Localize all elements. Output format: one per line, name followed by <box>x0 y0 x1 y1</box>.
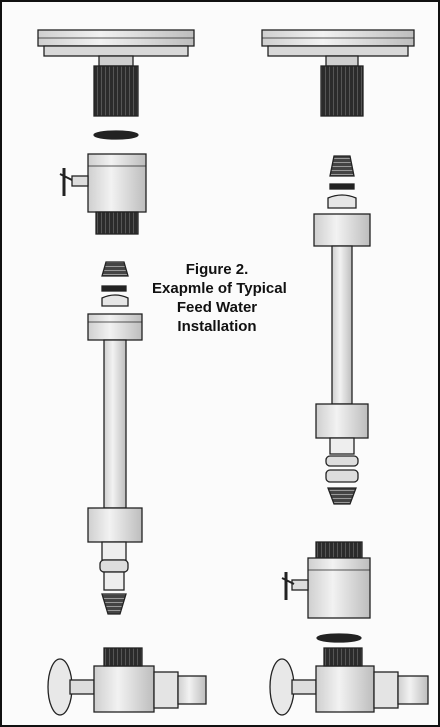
left-gasket-ring <box>93 130 139 140</box>
installation-diagram <box>37 29 429 716</box>
right-assembly <box>261 29 429 716</box>
right-compression-sleeve <box>327 155 357 209</box>
left-mounting-plate <box>37 29 195 57</box>
left-compression-sleeve <box>101 261 129 292</box>
caption-line-4: Installation <box>177 318 257 335</box>
left-saddle-valve <box>59 153 147 235</box>
left-coupling-nut <box>87 294 143 341</box>
right-lower-nut <box>315 403 369 439</box>
caption-line-2: Exapmle of Typical <box>152 280 287 297</box>
right-gasket-ring <box>316 633 362 643</box>
right-lower-sleeve <box>325 437 359 505</box>
right-saddle-valve <box>281 541 371 619</box>
left-lower-sleeve <box>99 541 129 615</box>
right-shutoff-valve <box>269 647 429 716</box>
left-shutoff-valve <box>47 647 207 716</box>
right-feed-tube <box>331 245 353 405</box>
right-mounting-plate <box>261 29 415 57</box>
left-lower-nut <box>87 507 143 543</box>
left-threaded-nipple <box>93 55 139 117</box>
right-coupling-nut <box>313 213 371 247</box>
right-threaded-nipple <box>320 55 364 117</box>
figure-caption: Figure 2. Exapmle of Typical Feed Water … <box>152 260 287 336</box>
caption-line-1: Figure 2. <box>185 261 249 278</box>
left-feed-tube <box>103 339 127 509</box>
left-assembly <box>37 29 207 716</box>
caption-line-3: Feed Water <box>176 299 258 316</box>
